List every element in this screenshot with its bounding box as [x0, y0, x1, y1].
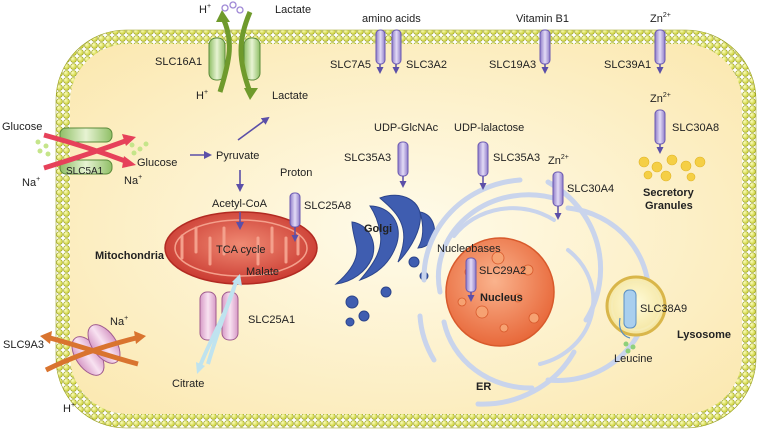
tca-cycle-label: TCA cycle — [216, 244, 266, 256]
slc9a3-label: SLC9A3 — [3, 339, 44, 351]
slc5a1-transporter — [43, 127, 136, 175]
slc5a1-label: SLC5A1 — [66, 166, 104, 177]
slc29a2-label: SLC29A2 — [479, 265, 526, 277]
slc29a2-transporter — [465, 257, 477, 302]
citrate-label: Citrate — [172, 378, 204, 390]
nucleus-label: Nucleus — [480, 292, 523, 304]
proton-label: Proton — [280, 167, 312, 179]
er-label: ER — [476, 381, 491, 393]
slc38a9-transporter — [618, 289, 637, 339]
slc35a3-er-label: SLC35A3 — [493, 152, 540, 164]
leucine-dots — [623, 341, 636, 354]
na-label-out: Na+ — [22, 176, 40, 189]
glucose-dots-out — [35, 139, 51, 157]
secretory-granules-label-2: Granules — [645, 200, 693, 212]
slc30a4-transporter — [552, 171, 564, 220]
slc35a3-golgi-label: SLC35A3 — [344, 152, 391, 164]
udp-glcnac-label: UDP-GlcNAc — [374, 122, 439, 134]
slc30a4-label: SLC30A4 — [567, 183, 614, 195]
mitochondria-label: Mitochondria — [95, 250, 165, 262]
udp-lactose-label: UDP-lalactose — [454, 122, 524, 134]
slc19a3-label: SLC19A3 — [489, 59, 536, 71]
na-label-slc9: Na+ — [110, 315, 128, 328]
pyruvate-label: Pyruvate — [216, 150, 259, 162]
glucose-label-in: Glucose — [137, 157, 177, 169]
amino-acids-label: amino acids — [362, 13, 421, 25]
glucose-label-out: Glucose — [2, 121, 42, 133]
slc25a8-label: SLC25A8 — [304, 200, 351, 212]
vitamin-b1-label: Vitamin B1 — [516, 13, 569, 25]
secretory-granule-dots — [638, 154, 706, 182]
slc19a3-transporter — [539, 29, 551, 74]
slc30a8-transporter — [654, 109, 666, 154]
slc39a1-label: SLC39A1 — [604, 59, 651, 71]
malate-label: Malate — [246, 266, 279, 278]
zn-label-top: Zn2+ — [650, 12, 671, 25]
slc3a2-label: SLC3A2 — [406, 59, 447, 71]
lysosome-label: Lysosome — [677, 329, 731, 341]
slc25a8-transporter — [289, 192, 301, 242]
slc16a1-transporter — [208, 10, 261, 100]
secretory-granules-label-1: Secretory — [643, 187, 695, 199]
slc35a3-golgi-transporter — [397, 141, 409, 188]
slc38a9-label: SLC38A9 — [640, 303, 687, 315]
slc7a5-label: SLC7A5 — [330, 59, 371, 71]
lactate-label-mid: Lactate — [272, 90, 308, 102]
slc39a1-transporter — [654, 29, 666, 74]
zn-label-er: Zn2+ — [548, 154, 569, 167]
leucine-label: Leucine — [614, 353, 653, 365]
mitochondria — [164, 211, 318, 285]
lactate-dots — [221, 1, 244, 14]
h-label-slc9: H+ — [63, 402, 75, 415]
h-label-slc16: H+ — [196, 89, 208, 102]
zn-label-mid: Zn2+ — [650, 92, 671, 105]
slc35a3-er-transporter — [477, 141, 489, 190]
glucose-dots-in — [129, 141, 149, 156]
slc25a1-transporter — [196, 274, 242, 374]
slc9a3-transporter — [40, 324, 146, 376]
golgi-label: Golgi — [364, 223, 392, 235]
nucleobases-label: Nucleobases — [437, 243, 501, 255]
h-label-top: H+ — [199, 3, 211, 16]
slc25a1-label: SLC25A1 — [248, 314, 295, 326]
lactate-label-top: Lactate — [275, 4, 311, 16]
na-label-in: Na+ — [124, 174, 142, 187]
slc7a5-slc3a2-transporter — [375, 29, 402, 74]
acetyl-coa-label: Acetyl-CoA — [212, 198, 268, 210]
metabolic-arrows — [190, 116, 270, 192]
slc16a1-label: SLC16A1 — [155, 56, 202, 68]
slc30a8-label: SLC30A8 — [672, 122, 719, 134]
